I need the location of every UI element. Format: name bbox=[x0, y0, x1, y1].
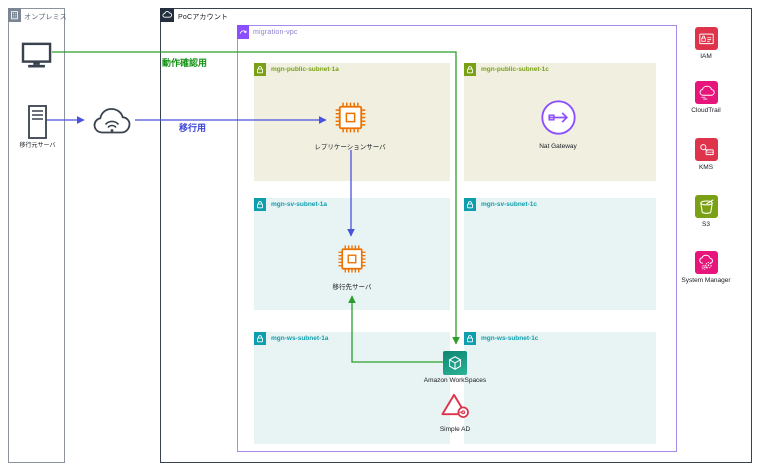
ec2-icon bbox=[337, 244, 367, 279]
workspaces-label: Amazon WorkSpaces bbox=[423, 377, 487, 384]
subnet-public-1c: mgn-public-subnet-1c bbox=[464, 63, 656, 181]
cloudtrail-label: CloudTrail bbox=[691, 107, 721, 114]
source-server-icon bbox=[28, 105, 47, 144]
cloudtrail-icon bbox=[694, 81, 718, 104]
subnet-label: mgn-sv-subnet-1c bbox=[481, 201, 537, 208]
lock-icon bbox=[254, 63, 266, 76]
subnet-label: mgn-public-subnet-1a bbox=[271, 66, 339, 73]
lock-icon bbox=[254, 332, 266, 345]
source-server-label: 移行元サーバ bbox=[19, 143, 56, 149]
lock-icon bbox=[464, 63, 476, 76]
onprem-label: オンプレミス bbox=[24, 14, 67, 21]
ec2-icon bbox=[334, 101, 367, 139]
service-s3: S3 bbox=[676, 195, 736, 228]
building-icon bbox=[8, 8, 21, 22]
kms-icon bbox=[694, 138, 718, 161]
workspaces-node: Amazon WorkSpaces bbox=[410, 351, 500, 384]
vpc-label: migration-vpc bbox=[253, 29, 298, 36]
vpc-icon bbox=[237, 25, 249, 39]
iam-icon bbox=[694, 27, 718, 50]
nat-gateway-node: Nat Gateway bbox=[513, 99, 603, 150]
iam-label: IAM bbox=[700, 53, 712, 60]
simple-ad-label: Simple AD bbox=[439, 426, 471, 433]
service-cloudtrail: CloudTrail bbox=[676, 81, 736, 114]
aws-account-icon bbox=[160, 8, 174, 22]
destination-server-node: 移行先サーバ bbox=[307, 244, 397, 291]
vpc-container: migration-vpc mgn-public-subnet-1a mgn-p… bbox=[237, 25, 677, 452]
onprem-container: オンプレミス 移行元サーバ bbox=[8, 8, 67, 463]
subnet-label: mgn-sv-subnet-1a bbox=[271, 201, 327, 208]
system-manager-icon bbox=[694, 251, 718, 274]
nat-gateway-icon bbox=[540, 99, 577, 141]
subnet-label: mgn-public-subnet-1c bbox=[481, 66, 549, 73]
lock-icon bbox=[464, 332, 476, 345]
s3-icon bbox=[694, 195, 718, 218]
lock-icon bbox=[254, 198, 266, 211]
subnet-ws-1c: mgn-ws-subnet-1c bbox=[464, 332, 656, 444]
service-iam: IAM bbox=[676, 27, 736, 60]
lock-icon bbox=[464, 198, 476, 211]
client-pc-icon bbox=[21, 42, 53, 75]
service-system-manager: System Manager bbox=[676, 251, 736, 284]
poc-account-label: PoCアカウント bbox=[178, 14, 229, 21]
nat-gateway-label: Nat Gateway bbox=[539, 143, 577, 150]
simple-ad-node: Simple AD bbox=[413, 392, 497, 433]
replication-server-node: レプリケーションサーバ bbox=[305, 101, 395, 151]
kms-label: KMS bbox=[698, 164, 714, 171]
workspaces-icon bbox=[443, 351, 467, 375]
service-kms: KMS bbox=[676, 138, 736, 171]
internet-cloud-icon bbox=[92, 104, 134, 141]
migrate-flow-label: 移行用 bbox=[179, 123, 207, 133]
subnet-label: mgn-ws-subnet-1a bbox=[271, 335, 329, 342]
simple-ad-icon bbox=[439, 392, 471, 424]
replication-server-label: レプリケーションサーバ bbox=[314, 144, 386, 151]
verify-flow-label: 動作確認用 bbox=[162, 58, 208, 68]
subnet-label: mgn-ws-subnet-1c bbox=[481, 335, 539, 342]
subnet-sv-1c: mgn-sv-subnet-1c bbox=[464, 198, 656, 310]
s3-label: S3 bbox=[702, 221, 710, 228]
destination-server-label: 移行先サーバ bbox=[332, 284, 372, 291]
system-manager-label: System Manager bbox=[681, 277, 731, 284]
